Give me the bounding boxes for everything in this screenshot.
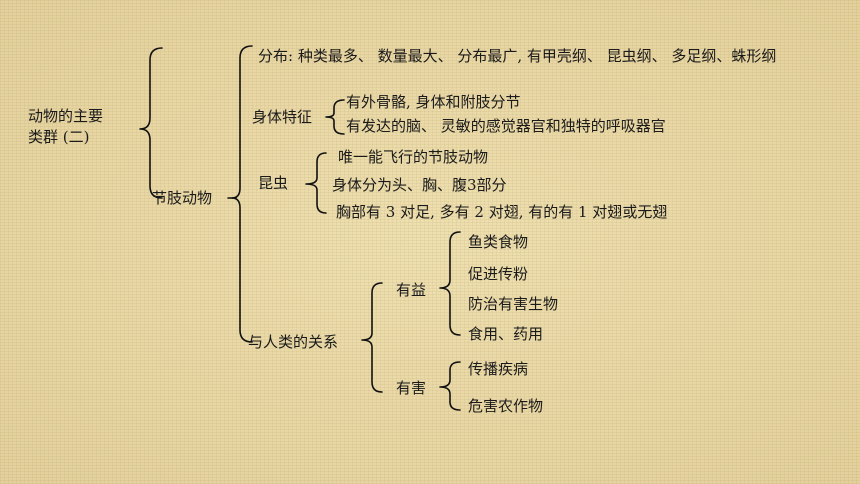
bracket-insect bbox=[305, 152, 327, 214]
beneficial-item: 促进传粉 bbox=[468, 265, 529, 283]
root-label-line1: 动物的主要 bbox=[28, 107, 104, 125]
body-features-label: 身体特征 bbox=[252, 108, 313, 126]
bracket-beneficial bbox=[439, 231, 461, 336]
harmful-item: 传播疾病 bbox=[468, 360, 529, 378]
beneficial-item: 防治有害生物 bbox=[468, 295, 559, 313]
root-label-line2: 类群 (二) bbox=[28, 128, 90, 146]
bracket-root bbox=[139, 47, 163, 199]
insect-item: 胸部有 3 对足, 多有 2 对翅, 有的有 1 对翅或无翅 bbox=[336, 203, 668, 221]
body-feature-item: 有外骨骼, 身体和附肢分节 bbox=[346, 93, 521, 111]
arthropod-label: 节肢动物 bbox=[152, 189, 213, 207]
harmful-label: 有害 bbox=[396, 379, 427, 397]
insect-item: 唯一能飞行的节肢动物 bbox=[338, 148, 489, 166]
beneficial-item: 食用、药用 bbox=[468, 325, 544, 343]
bracket-arthropod bbox=[231, 45, 253, 343]
bracket-relation bbox=[361, 282, 383, 393]
relation-label: 与人类的关系 bbox=[248, 333, 339, 351]
beneficial-item: 鱼类食物 bbox=[468, 233, 529, 251]
distribution-text: 分布: 种类最多、 数量最大、 分布最广, 有甲壳纲、 昆虫纲、 多足纲、蛛形纲 bbox=[258, 47, 777, 65]
body-feature-item: 有发达的脑、 灵敏的感觉器官和独特的呼吸器官 bbox=[346, 117, 666, 135]
insect-item: 身体分为头、胸、腹3部分 bbox=[332, 176, 507, 194]
bracket-body bbox=[325, 99, 345, 135]
harmful-item: 危害农作物 bbox=[468, 397, 544, 415]
bracket-harmful bbox=[439, 361, 461, 411]
beneficial-label: 有益 bbox=[396, 281, 427, 299]
insect-label: 昆虫 bbox=[258, 174, 289, 192]
